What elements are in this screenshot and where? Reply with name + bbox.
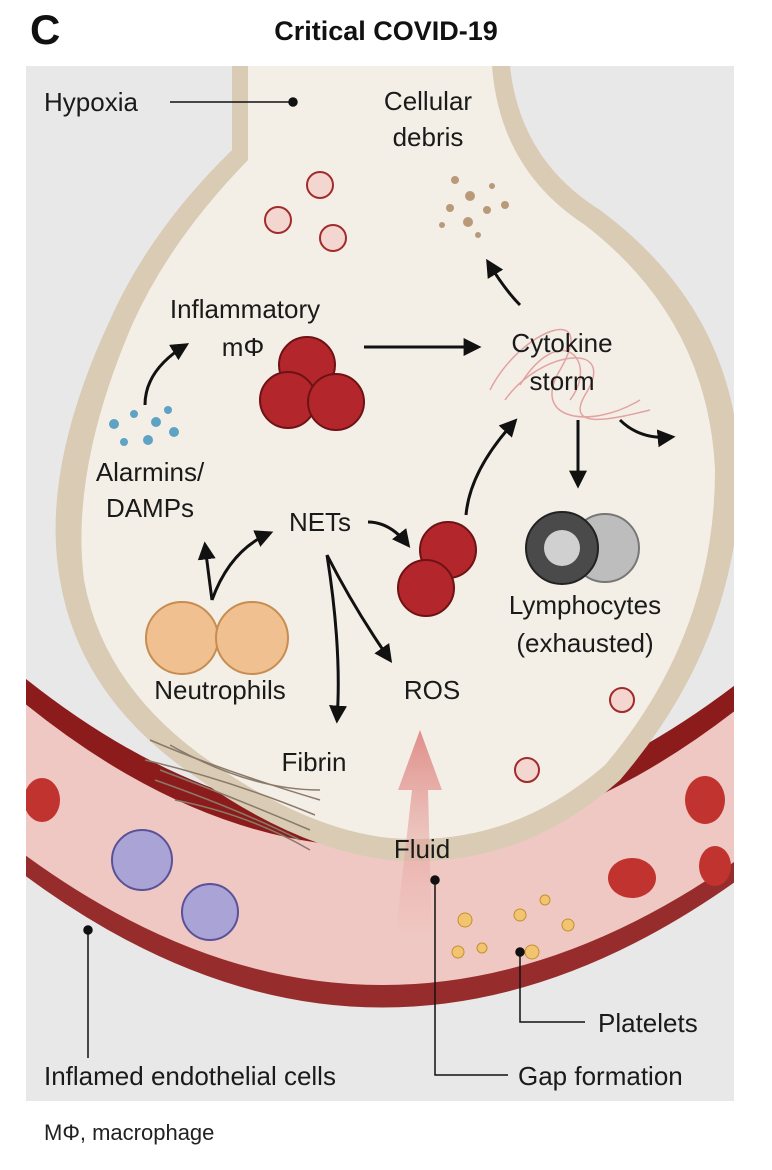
fibrin-strands xyxy=(144,739,321,851)
monocytes xyxy=(111,829,239,941)
red-blood-cells xyxy=(26,776,731,898)
label-alarmins: Alarmins/ xyxy=(96,457,205,487)
label-cytokine: Cytokine xyxy=(511,328,612,358)
figure-caption: MΦ, macrophage xyxy=(44,1120,215,1145)
label-fibrin: Fibrin xyxy=(281,747,346,777)
arrow-nets-to-mac xyxy=(367,520,411,548)
net-macrophages xyxy=(397,521,477,617)
label-platelets: Platelets xyxy=(598,1008,698,1038)
label-cellular: Cellular xyxy=(384,86,472,116)
arrow-nets-to-fibrin xyxy=(325,554,348,724)
label-storm: storm xyxy=(530,366,595,396)
cellular-debris xyxy=(439,176,509,238)
arrow-alarmins-to-mac xyxy=(143,343,190,406)
platelets xyxy=(451,894,575,960)
label-inflammatory: Inflammatory xyxy=(170,294,320,324)
label-gap-formation: Gap formation xyxy=(518,1061,683,1091)
arrow-neutro-to-alarmins xyxy=(197,541,216,601)
cytokine-storm-squiggles xyxy=(489,328,651,421)
arrow-storm-to-vessel xyxy=(618,418,676,448)
arrow-macnet-to-storm xyxy=(464,418,518,516)
label-debris: debris xyxy=(393,122,464,152)
neutrophils xyxy=(145,601,289,675)
lymphocytes xyxy=(525,511,640,585)
arrow-cytokine-to-debris xyxy=(486,258,522,307)
arrows xyxy=(143,258,676,724)
arrow-nets-to-ros xyxy=(325,554,393,663)
alarmin-dots xyxy=(109,406,179,446)
fluid-arrow xyxy=(395,730,442,940)
label-ros: ROS xyxy=(404,675,460,705)
alveolus-space xyxy=(81,66,716,840)
label-macrophage-symbol: mΦ xyxy=(222,332,264,362)
label-nets: NETs xyxy=(289,507,351,537)
arrow-neutro-to-nets xyxy=(210,530,274,601)
label-damps: DAMPs xyxy=(106,493,194,523)
figure-title: Critical COVID-19 xyxy=(274,16,498,46)
virus-particles xyxy=(264,171,635,783)
inflammatory-macrophages xyxy=(259,336,365,431)
leader-lines xyxy=(83,97,585,1076)
label-neutrophils: Neutrophils xyxy=(154,675,286,705)
label-hypoxia: Hypoxia xyxy=(44,87,138,117)
label-fluid: Fluid xyxy=(394,834,450,864)
panel-letter: C xyxy=(30,6,61,53)
label-inflamed-endothelial: Inflamed endothelial cells xyxy=(44,1061,336,1091)
label-lymphocytes: Lymphocytes xyxy=(509,590,661,620)
label-exhausted: (exhausted) xyxy=(516,628,653,658)
